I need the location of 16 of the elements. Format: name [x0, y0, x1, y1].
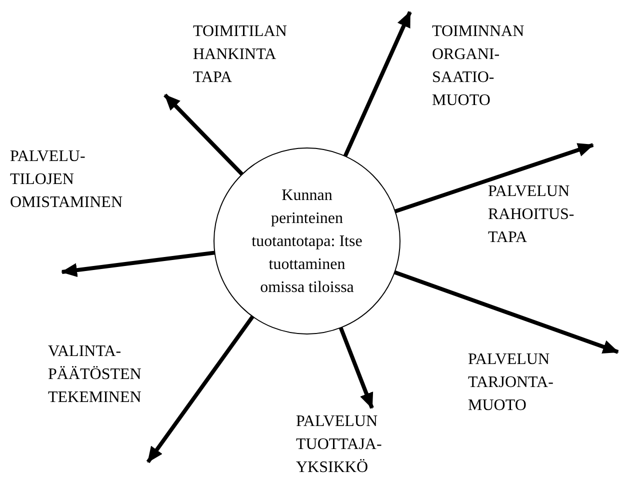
arrow — [394, 143, 594, 214]
arrow — [343, 11, 412, 157]
node-label: PALVELU- TILOJEN OMISTAMINEN — [10, 145, 122, 214]
arrow — [61, 250, 215, 278]
node-label: PALVELUN RAHOITUS- TAPA — [488, 180, 574, 249]
arrow — [394, 270, 619, 354]
node-label: TOIMITILAN HANKINTA TAPA — [193, 20, 287, 89]
node-label: VALINTA- PÄÄTÖSTEN TEKEMINEN — [48, 340, 142, 409]
node-label: TOIMINNAN ORGANI- SAATIO- MUOTO — [432, 20, 524, 112]
arrow — [146, 315, 254, 464]
node-label: PALVELUN TARJONTA- MUOTO — [468, 348, 554, 417]
circle-text: Kunnan perinteinen tuotantotapa: Itse tuottaminen omissa tiloissa — [250, 186, 364, 298]
arrow — [164, 94, 244, 176]
node-label: PALVELUN TUOTTAJA- YKSIKKÖ — [296, 410, 382, 479]
arrow — [338, 326, 374, 409]
circle-node — [214, 148, 400, 334]
